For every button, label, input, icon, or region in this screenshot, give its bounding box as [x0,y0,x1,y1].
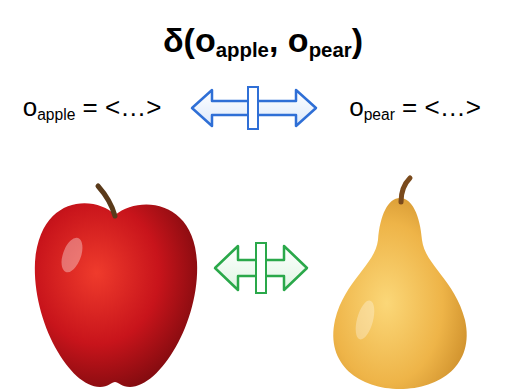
apple-picture [35,186,197,387]
title: δ(oapple, opear) [163,21,363,63]
not-equal-arrow [215,243,307,293]
pear-picture [333,178,466,389]
not-equal-arrow [192,87,316,129]
object-vector-label: oapple = <…> [23,93,162,124]
object-vector-label: opear = <…> [349,93,481,124]
